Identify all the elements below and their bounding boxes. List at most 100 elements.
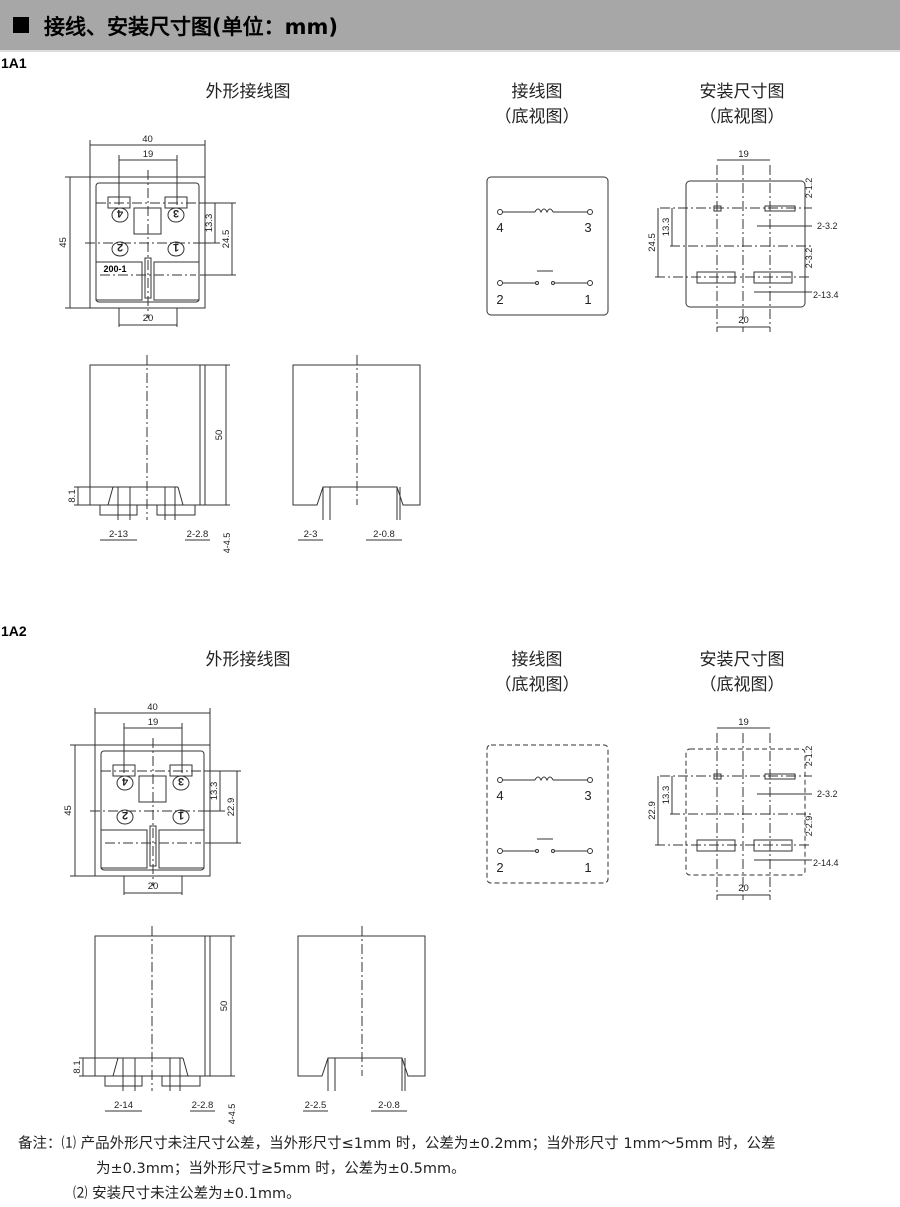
wiring-subtitle: （底视图） [495, 107, 580, 127]
pin-number-circle [111, 241, 129, 257]
dimension-label: 4-4.5 [227, 1104, 237, 1125]
wiring-pin-label: 3 [584, 220, 591, 235]
dimension-label: 2-2.8 [187, 529, 209, 540]
dimension-label: 22.9 [226, 798, 237, 817]
pin-number: 4 [121, 775, 128, 787]
side2-outline [297, 935, 426, 1077]
dimension-label: 20 [143, 313, 154, 324]
pin-dot [587, 848, 593, 854]
mount-title: 安装尺寸图 [700, 82, 785, 102]
dimension-label: 13.3 [661, 786, 672, 805]
pin-slot [764, 773, 796, 780]
side2-outline [292, 364, 421, 506]
mount-outline [685, 748, 806, 876]
contact-dot [535, 849, 539, 853]
terminal-legs [104, 1057, 201, 1091]
dimension-label: 2-2.9 [804, 816, 814, 837]
pin-dot [497, 280, 503, 286]
dimension-label: 19 [143, 149, 154, 160]
wiring-pin-label: 4 [496, 220, 503, 235]
pin-slot [764, 205, 796, 212]
note-1-line-1: ⑴ 产品外形尺寸未注尺寸公差，当外形尺寸≤1mm 时，公差为±0.2mm；当外形… [61, 1136, 776, 1152]
pin-number: 1 [178, 809, 184, 821]
coil-symbol [534, 776, 554, 782]
terminal-legs [99, 486, 196, 520]
terminal-block-1 [158, 829, 205, 869]
wiring-pin-label: 1 [584, 860, 591, 875]
section-id: 1A1 [1, 55, 27, 71]
dimension-label: 2-14 [114, 1100, 133, 1111]
dimension-label: 45 [58, 237, 69, 248]
notes: 备注：⑴ 产品外形尺寸未注尺寸公差，当外形尺寸≤1mm 时，公差为±0.2mm；… [18, 1132, 775, 1207]
pin-number-circle [172, 775, 190, 791]
pin-dot [497, 209, 503, 215]
wiring-diagram: 4 3 2 1 [486, 176, 609, 316]
center-slot [149, 825, 157, 867]
dimension-label: 13.3 [661, 218, 672, 237]
terminal-slot [696, 271, 736, 284]
pin-number-circle [116, 809, 134, 825]
dimension-label: 4-4.5 [222, 533, 232, 554]
outline-title: 外形接线图 [206, 650, 291, 670]
pin-dot [587, 777, 593, 783]
header-title: 接线、安装尺寸图(单位：mm) [44, 15, 338, 39]
wiring-pin-label: 2 [496, 292, 503, 307]
outline-title: 外形接线图 [206, 82, 291, 102]
terminal-legs [327, 1058, 406, 1091]
dimension-label: 2-1.2 [804, 178, 814, 199]
pin-hole [713, 773, 722, 780]
pin-dot [497, 848, 503, 854]
dimension-label: 2-2.8 [192, 1100, 214, 1111]
pin-number: 2 [117, 241, 123, 253]
dimension-label: 40 [142, 134, 153, 145]
mount-title: 安装尺寸图 [700, 650, 785, 670]
pin-dot [497, 777, 503, 783]
dimension-label: 2-1.2 [804, 746, 814, 767]
note-2: ⑵ 安装尺寸未注公差为±0.1mm。 [73, 1186, 301, 1202]
dimension-label: 2-3.2 [817, 789, 838, 799]
dimension-label: 8.1 [67, 489, 78, 502]
dimension-label: 19 [738, 717, 749, 728]
pin-number: 1 [173, 241, 179, 253]
dimension-label: 2-0.8 [373, 529, 395, 540]
contact-dot [551, 849, 555, 853]
terminal-legs [322, 487, 401, 520]
wiring-pin-label: 1 [584, 292, 591, 307]
dimension-label: 40 [147, 702, 158, 713]
pin-number-circle [116, 775, 134, 791]
pin-number: 3 [178, 775, 184, 787]
note-1-line-2: 为±0.3mm；当外形尺寸≥5mm 时，公差为±0.5mm。 [96, 1161, 466, 1177]
pin-number: 3 [173, 207, 179, 219]
dimension-label: 2-13.4 [813, 290, 839, 300]
pin-hole [713, 205, 722, 212]
terminal-block-2 [100, 829, 148, 869]
pin-number: 4 [116, 207, 123, 219]
dimension-label: 2-2.5 [305, 1100, 327, 1111]
dimension-label: 2-13 [109, 529, 128, 540]
dimension-label: 20 [738, 883, 749, 894]
dimension-label: 24.5 [647, 233, 658, 252]
black-square-icon [13, 17, 29, 33]
coil-window [138, 775, 167, 803]
center-slot [144, 257, 152, 299]
dimension-label: 2-3.2 [817, 221, 838, 231]
terminal-block-1 [153, 261, 200, 301]
notes-label: 备注： [18, 1136, 62, 1152]
pin-number-circle [172, 809, 190, 825]
dimension-label: 45 [63, 805, 74, 816]
dimension-label: 2-3 [304, 529, 318, 540]
pin-number-circle [167, 207, 185, 223]
terminal-block-2 [95, 261, 143, 301]
mount-subtitle: （底视图） [700, 107, 785, 127]
dimension-label: 50 [219, 1001, 230, 1012]
dimension-label: 2-14.4 [813, 858, 839, 868]
coil-symbol [534, 208, 554, 214]
mount-outline [685, 180, 806, 308]
dimension-label: 19 [148, 717, 159, 728]
dimension-label: 13.3 [209, 782, 220, 801]
mount-subtitle: （底视图） [700, 675, 785, 695]
